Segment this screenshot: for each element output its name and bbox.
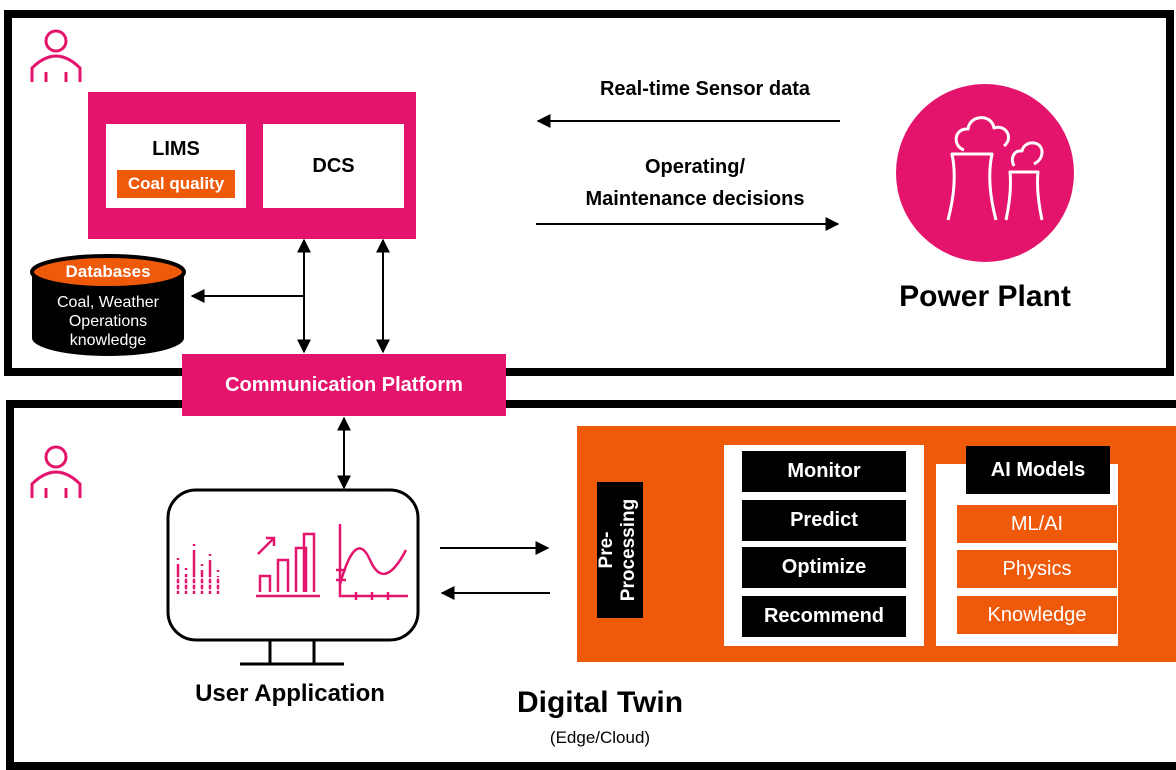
monitor-icon xyxy=(166,488,420,666)
user-icon xyxy=(30,445,82,498)
lims-title: LIMS xyxy=(152,138,200,160)
curve-chart-icon xyxy=(336,524,408,600)
decisions-label-line2: Maintenance decisions xyxy=(585,188,805,210)
communication-platform-box: Communication Platform xyxy=(182,354,506,416)
bar-chart-icon xyxy=(176,544,222,594)
dcs-title: DCS xyxy=(312,154,355,177)
power-plant-circle xyxy=(896,84,1074,262)
ai-model-knowledge: Knowledge xyxy=(957,596,1117,634)
dcs-box xyxy=(263,124,404,208)
ai-model-physics: Physics xyxy=(957,550,1117,588)
database-icon xyxy=(30,254,186,356)
power-plant-label: Power Plant xyxy=(899,280,1071,313)
sensor-data-label: Real-time Sensor data xyxy=(599,78,811,100)
trend-chart-icon xyxy=(256,532,320,598)
digital-twin-subtitle: (Edge/Cloud) xyxy=(549,728,651,747)
function-recommend: Recommend xyxy=(742,596,906,637)
user-icon xyxy=(30,29,82,82)
databases-line3: knowledge xyxy=(69,332,147,349)
preprocessing-box xyxy=(597,482,643,618)
digital-twin-title: Digital Twin xyxy=(516,686,684,719)
databases-line2: Operations xyxy=(68,313,148,330)
decisions-label-line1: Operating/ xyxy=(644,156,745,178)
user-application-label: User Application xyxy=(195,680,385,707)
function-optimize: Optimize xyxy=(742,547,906,588)
function-predict: Predict xyxy=(742,500,906,541)
databases-line1: Coal, Weather xyxy=(57,294,159,311)
power-plant-icon xyxy=(946,116,1044,221)
databases-title: Databases xyxy=(65,262,151,281)
coal-quality-badge: Coal quality xyxy=(117,170,235,198)
ai-models-title: AI Models xyxy=(966,446,1110,494)
function-monitor: Monitor xyxy=(742,451,906,492)
ai-model-ml-ai: ML/AI xyxy=(957,505,1117,543)
